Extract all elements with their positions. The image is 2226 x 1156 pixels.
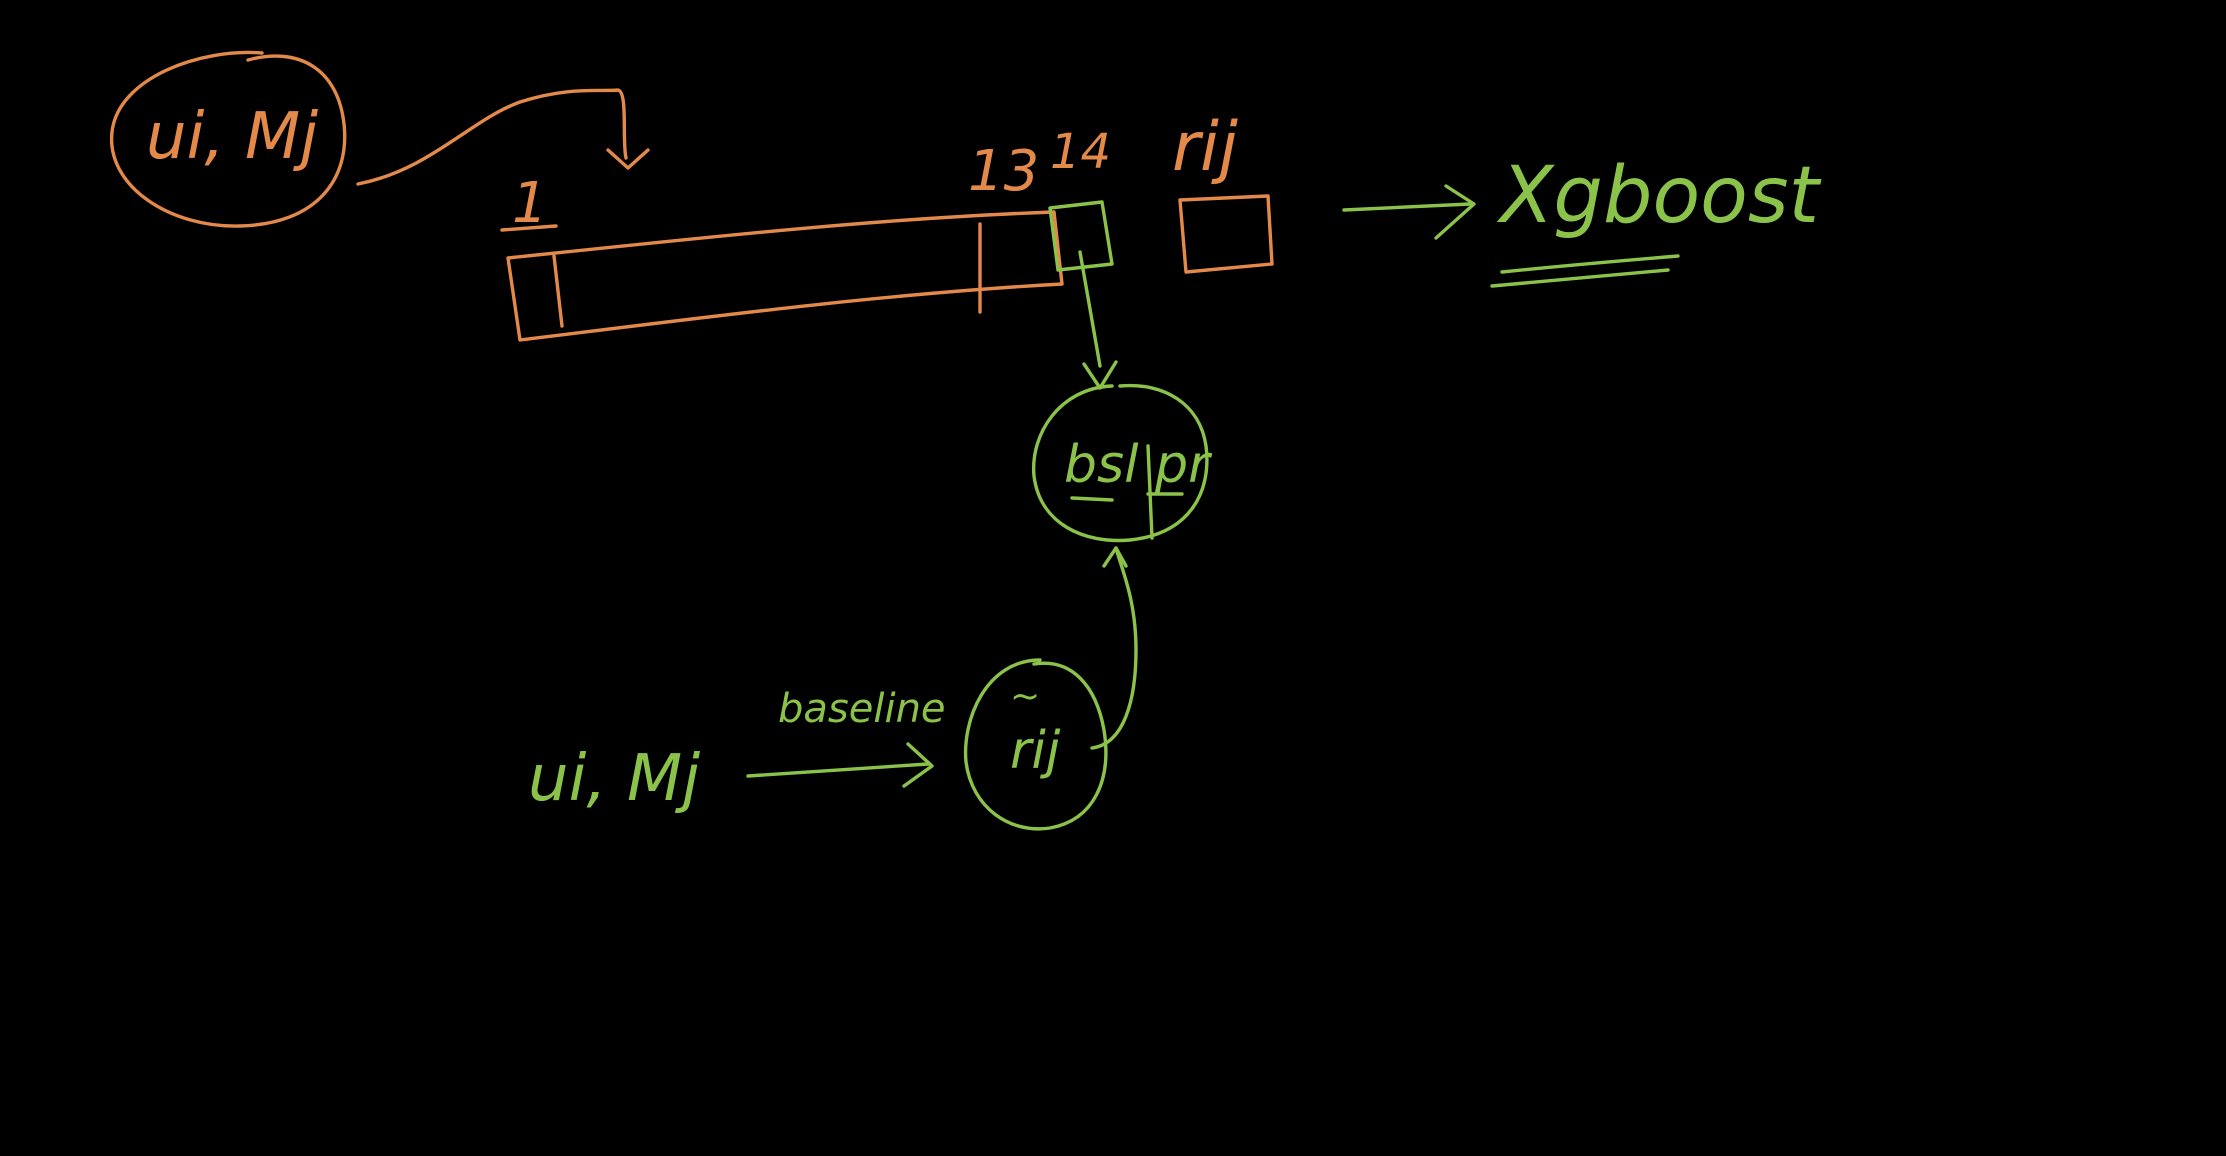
node-to-cell14-arrow	[1078, 250, 1102, 368]
target-rij-label: rij	[1172, 108, 1238, 187]
node-bsl-pr-underline-bsl	[1070, 496, 1114, 502]
input-top-ellipse	[110, 50, 347, 228]
node-bsl-pr-divider	[1146, 444, 1154, 540]
input-to-vector-arrowhead	[606, 148, 650, 170]
model-xgboost-label: Xgboost	[1496, 151, 1822, 241]
input-top-label: ui, Mj	[146, 100, 318, 174]
index-13-label: 13	[968, 139, 1039, 204]
feature-vector	[506, 210, 1064, 342]
edge-baseline-label: baseline	[778, 686, 946, 732]
input-to-vector-arrow	[356, 88, 628, 186]
node-rij-tilde-label: rij	[1010, 721, 1061, 781]
baseline-arrow	[746, 762, 930, 778]
node-bsl-pr-circle	[1031, 383, 1209, 543]
model-xgboost-underline-1	[1500, 254, 1680, 274]
node-rij-tilde-mark: ~	[1010, 676, 1040, 717]
index-first-underline	[500, 224, 558, 232]
node-rij-tilde-circle	[963, 658, 1108, 831]
index-14-label: 14	[1050, 124, 1111, 180]
rij-tilde-to-node-arrowhead	[1102, 546, 1128, 568]
target-rij-cell	[1178, 194, 1274, 274]
index-first-label: 1	[512, 171, 548, 236]
feature-vector-first-cell-divider	[552, 254, 564, 328]
vector-to-xgboost-arrowhead	[1434, 184, 1476, 240]
model-xgboost-underline-2	[1490, 268, 1670, 288]
feature-cell-14	[1048, 200, 1114, 272]
rij-tilde-to-node-arrow	[1090, 546, 1138, 750]
vector-to-xgboost-arrow	[1342, 202, 1472, 212]
input-bottom-label: ui, Mj	[528, 742, 700, 816]
baseline-arrowhead	[902, 742, 934, 788]
node-bsl-pr-label: bsl pr	[1064, 435, 1213, 495]
